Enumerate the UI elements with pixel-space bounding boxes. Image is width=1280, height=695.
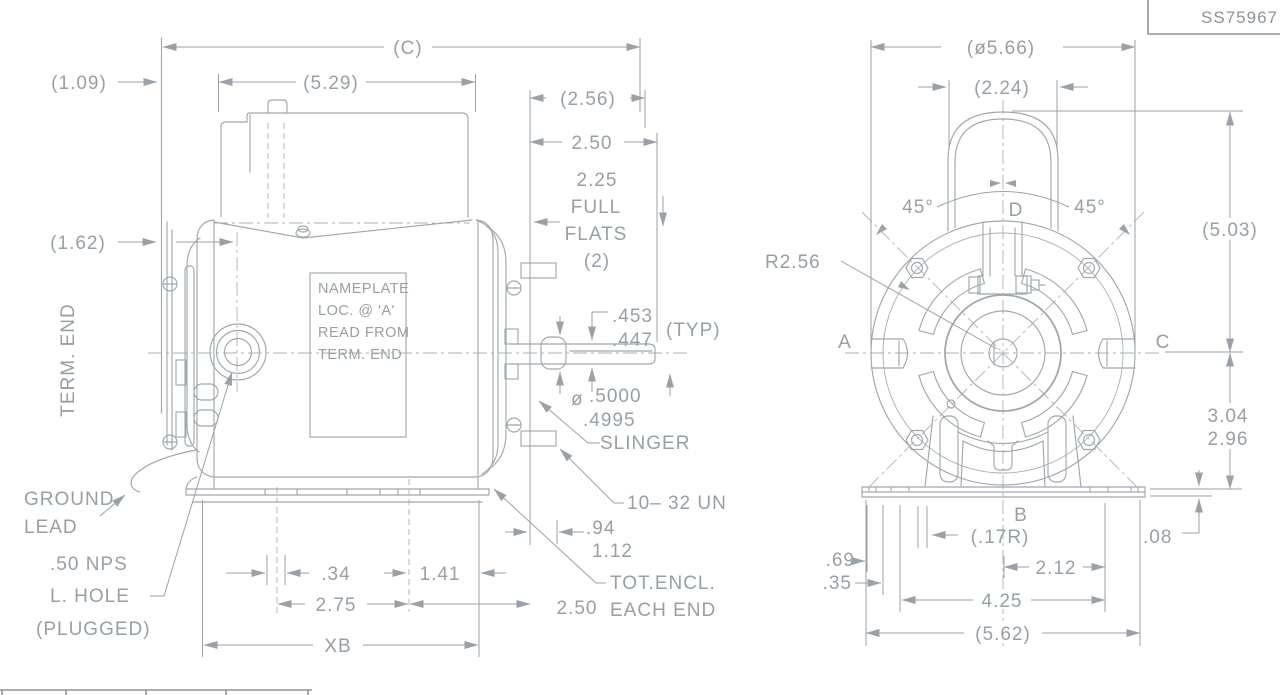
shaft-dia-min: .4995 — [583, 410, 636, 431]
mounting-stud-bottom — [520, 430, 557, 447]
dim-08: .08 — [1143, 527, 1172, 548]
flats-count: (2) — [584, 251, 610, 272]
dim-3-04: 3.04 — [1208, 406, 1249, 427]
conduit-box — [213, 99, 473, 239]
side-view-callouts: TERM. END GROUND LEAD .50 NPS L. HOLE (P… — [24, 303, 233, 640]
nameplate-box — [309, 272, 407, 438]
side-view-dimensions: (C) (1.09) (5.29) (2.56) 2.50 2.25 FULL … — [50, 38, 727, 657]
side-tabs — [870, 338, 1136, 369]
motor-body — [186, 219, 494, 478]
dim-4-25: 4.25 — [982, 591, 1023, 612]
flat-typ: (TYP) — [666, 320, 721, 341]
dim-dia-5-66: (ø5.66) — [967, 38, 1035, 59]
nps-hole-outer — [209, 323, 267, 381]
slinger-washer — [540, 336, 567, 370]
dim-2-12: 2.12 — [1036, 558, 1077, 579]
shaft-dia-max: .5000 — [589, 386, 642, 407]
end-view-centerlines — [845, 100, 1160, 648]
flat-depth-max: .453 — [612, 306, 653, 327]
dim-5-62: (5.62) — [975, 624, 1031, 645]
label-d: D — [1009, 200, 1024, 221]
ground-lead-wire — [130, 449, 197, 493]
flats-word1: FULL — [571, 197, 621, 218]
side-view-centerlines — [148, 123, 688, 616]
terminal-dome — [947, 111, 1059, 232]
nameplate-line1: NAMEPLATE — [318, 281, 409, 297]
dim-17r: (.17R) — [971, 527, 1030, 548]
flat-depth-min: .447 — [612, 330, 653, 351]
label-c: C — [1156, 332, 1171, 353]
end-view-dimensions: (ø5.66) (2.24) 45° 45° D R2.56 (5.03) — [765, 38, 1268, 646]
shaft-end-bracket — [475, 219, 557, 475]
terminal-end-cover — [130, 37, 219, 493]
motor-outline-circle — [870, 220, 1136, 486]
top-clamp — [968, 221, 1046, 295]
nameplate-line4: TERM. END — [318, 347, 402, 363]
nps-hole-line2: L. HOLE — [50, 586, 130, 607]
side-view: NAMEPLATE LOC. @ 'A' READ FROM TERM. END… — [24, 37, 727, 657]
dim-1-09: (1.09) — [51, 73, 107, 94]
dim-1-41: 1.41 — [420, 564, 461, 585]
nps-hole-line3: (PLUGGED) — [36, 619, 151, 640]
shaft-circle — [988, 338, 1018, 368]
tot-encl-line2: EACH END — [610, 600, 716, 621]
shaft — [510, 336, 656, 370]
dim-xb: XB — [324, 636, 351, 657]
shaft-dia-symbol: ø — [571, 389, 584, 410]
thread-spec: 10– 32 UN — [627, 493, 727, 514]
dim-94: .94 — [586, 518, 615, 539]
dim-34: .34 — [321, 564, 350, 585]
dim-2-24: (2.24) — [974, 78, 1030, 99]
dim-5-29: (5.29) — [303, 73, 359, 94]
nameplate-line3: READ FROM — [318, 325, 410, 341]
angle-right: 45° — [1074, 197, 1106, 218]
label-b: B — [1014, 505, 1028, 526]
dim-2-50-bottom: 2.50 — [557, 598, 598, 619]
cradle-base — [861, 399, 1146, 498]
nameplate-text: NAMEPLATE LOC. @ 'A' READ FROM TERM. END — [318, 281, 410, 363]
angle-left: 45° — [902, 197, 934, 218]
title-block: SS75967 — [1147, 0, 1280, 35]
flats-length: 2.25 — [577, 170, 618, 191]
slinger-label: SLINGER — [600, 433, 690, 454]
tot-encl-line1: TOT.ENCL. — [610, 573, 716, 594]
through-bolts — [905, 257, 1101, 451]
dim-1-12: 1.12 — [592, 541, 633, 562]
ground-lead-line2: LEAD — [24, 517, 78, 538]
revision-table-edge — [0, 689, 312, 695]
dim-35: .35 — [823, 573, 852, 594]
dim-1-62: (1.62) — [50, 233, 106, 254]
dim-shaft-extension: 2.50 — [572, 133, 613, 154]
ground-lead-line1: GROUND — [24, 489, 114, 510]
dim-2-56: (2.56) — [560, 89, 616, 110]
dim-2-96: 2.96 — [1208, 429, 1249, 450]
term-end-label: TERM. END — [58, 303, 79, 417]
dim-overall-length: (C) — [393, 38, 422, 59]
end-view: (ø5.66) (2.24) 45° 45° D R2.56 (5.03) — [765, 38, 1268, 648]
mounting-stud-top — [520, 262, 557, 279]
label-a: A — [838, 332, 852, 353]
nameplate-line2: LOC. @ 'A' — [318, 303, 395, 319]
radius-2-56: R2.56 — [765, 252, 821, 273]
drawing-number: SS75967 — [1201, 8, 1278, 27]
flats-word2: FLATS — [565, 224, 628, 245]
nps-hole-line1: .50 NPS — [50, 554, 128, 575]
dim-69: .69 — [826, 550, 855, 571]
side-view-base — [185, 476, 490, 503]
dim-2-75: 2.75 — [316, 595, 357, 616]
dim-5-03: (5.03) — [1202, 220, 1258, 241]
